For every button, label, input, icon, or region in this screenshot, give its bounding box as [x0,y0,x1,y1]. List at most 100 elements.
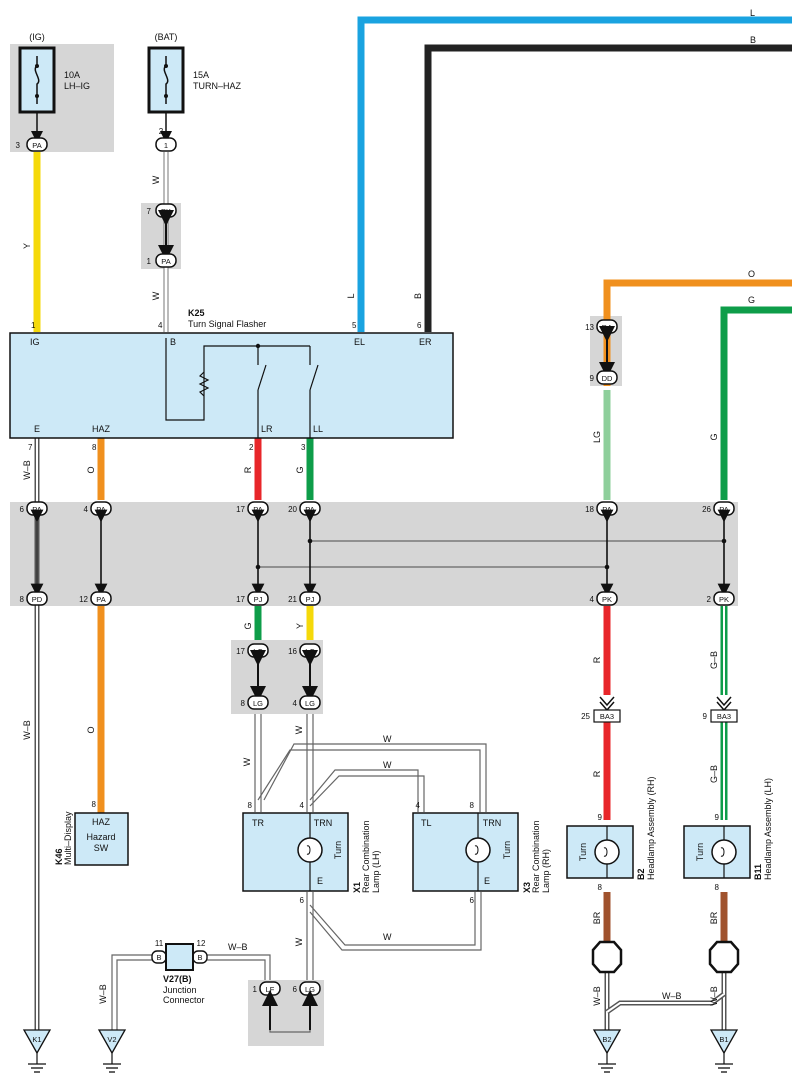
svg-text:8: 8 [715,883,720,892]
svg-text:LG: LG [305,985,315,994]
svg-text:HAZ: HAZ [92,817,111,827]
flasher-name: Turn Signal Flasher [188,319,266,329]
svg-text:B11: B11 [753,864,763,880]
fuse-bat-circuit: (BAT) [155,32,178,42]
fuse-bat: (BAT) 15A TURN–HAZ [147,32,242,114]
svg-text:4: 4 [300,801,305,810]
splice-points [591,940,740,974]
svg-text:EL: EL [354,337,365,347]
band-top-conn: PA [305,505,314,514]
svg-text:E: E [34,424,40,434]
svg-text:Rear Combination: Rear Combination [361,820,371,893]
svg-text:X1: X1 [352,882,362,893]
wire-label-w-e: W [294,937,304,946]
band-bot-pin: 4 [590,595,595,604]
svg-text:E: E [484,876,490,886]
wire-label-w1: W [151,175,161,184]
svg-text:13: 13 [585,323,594,332]
headlamp-rh: 9 Turn 8 B2 Headlamp Assembly (RH) [566,776,656,892]
wire-label-w-top2: W [383,760,392,770]
band-bot-pin: 8 [20,595,25,604]
wire-label-g-right-vert: G [709,433,719,440]
band-bot-conn: PD [32,595,43,604]
svg-text:HAZ: HAZ [92,424,111,434]
svg-text:8: 8 [241,699,246,708]
svg-text:ER: ER [419,337,432,347]
svg-text:4: 4 [158,321,163,330]
svg-text:9: 9 [703,712,708,721]
fuse-bat-name: TURN–HAZ [193,81,242,91]
junction-connector-v27: B B 11 12 V27(B) Junction Connector [151,939,208,1005]
svg-text:7: 7 [147,207,152,216]
svg-text:8: 8 [470,801,475,810]
svg-text:LR: LR [261,424,273,434]
svg-text:Headlamp Assembly (LH): Headlamp Assembly (LH) [763,778,773,880]
wire-label-wb-top: W–B [22,460,32,480]
band-top-conn: PA [96,505,105,514]
fuse-ig-conn: PA [32,141,41,150]
svg-text:BA3: BA3 [600,712,614,721]
fuse-ig: (IG) 10A LH–IG [18,32,90,114]
ground-0: K1 [22,1029,52,1073]
svg-text:X3: X3 [522,882,532,893]
band-top-pin: 6 [20,505,25,514]
svg-text:B: B [170,337,176,347]
wire-label-w-lh2: W [294,725,304,734]
wire-label-gb-head2: G–B [709,765,719,783]
svg-text:PA: PA [161,257,170,266]
svg-text:6: 6 [417,321,422,330]
svg-text:Headlamp Assembly (RH): Headlamp Assembly (RH) [646,776,656,880]
svg-text:BA3: BA3 [717,712,731,721]
svg-text:9: 9 [598,813,603,822]
band-bot-pin: 21 [288,595,297,604]
fuse-ig-name: LH–IG [64,81,90,91]
band-bot-conn: PK [602,595,612,604]
band-top-conn: PA [32,505,41,514]
svg-text:8: 8 [92,443,97,452]
svg-text:SW: SW [94,843,109,853]
svg-text:Junction: Junction [163,985,197,995]
svg-text:Connector: Connector [163,995,205,1005]
svg-text:2: 2 [249,443,254,452]
ground-label: K1 [32,1035,41,1044]
wire-label-y: Y [22,243,32,249]
svg-text:TL: TL [421,818,432,828]
wire-label-o-haz: O [86,466,96,473]
band-top-pin: 20 [288,505,297,514]
ground-label: B2 [602,1035,611,1044]
svg-text:V27(B): V27(B) [163,974,192,984]
svg-text:K46: K46 [54,848,64,865]
band-bot-conn: PA [96,595,105,604]
svg-text:9: 9 [715,813,720,822]
wire-label-g-right: G [748,295,755,305]
band-bot-pin: 12 [79,595,88,604]
svg-text:Turn: Turn [578,843,588,861]
band-top-conn: PA [719,505,728,514]
ground-2: B2 [592,1029,622,1073]
svg-text:LF: LF [266,985,275,994]
wire-label-y-pj: Y [295,623,305,629]
svg-text:LG: LG [253,699,263,708]
band-column-0: PA 6PD 8 [20,501,48,606]
svg-text:LC: LC [305,647,315,656]
svg-text:16: 16 [288,647,297,656]
junction-block-shade [10,502,738,606]
svg-text:Turn: Turn [502,841,512,859]
wire-label-w-top1: W [383,734,392,744]
wire-label-wb-mid: W–B [22,720,32,740]
wire-label-r-head1: R [592,656,602,663]
svg-text:LG: LG [305,699,315,708]
svg-text:7: 7 [28,443,33,452]
junction-lf-lg: LF 1 LG 6 [253,981,321,1030]
svg-text:8: 8 [248,801,253,810]
wire-label-b: B [413,293,423,299]
wire-label-g-ll: G [295,466,305,473]
band-bot-conn: PK [719,595,729,604]
wire-label-g-pj: G [243,622,253,629]
